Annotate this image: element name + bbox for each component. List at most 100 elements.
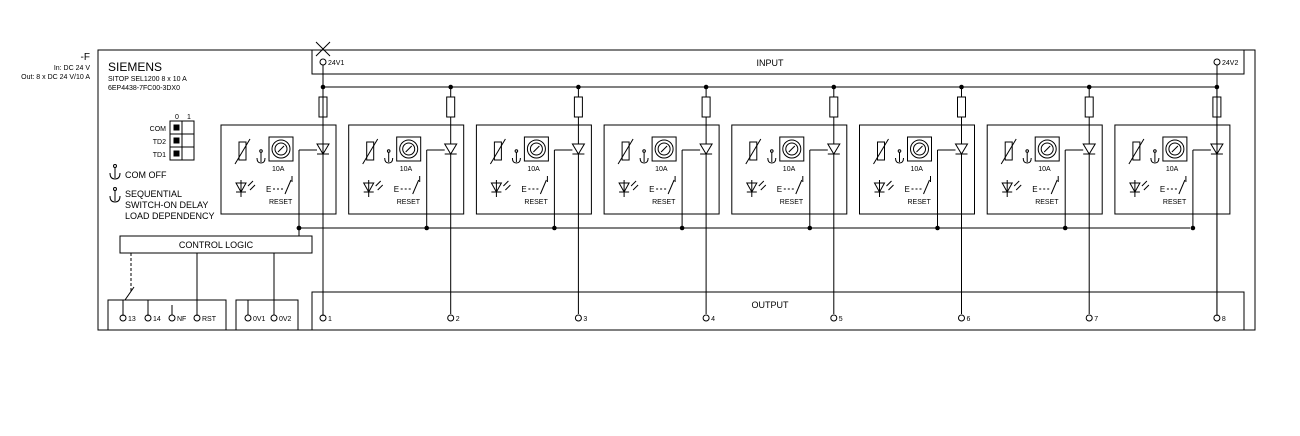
dial-pointer xyxy=(916,145,923,153)
rating-label: 10A xyxy=(272,166,285,173)
led-ray xyxy=(503,180,509,187)
channel-module xyxy=(986,124,1103,215)
anchor-icon xyxy=(895,157,904,164)
switch-row-td2: TD2 xyxy=(153,139,166,146)
junction-dot xyxy=(296,225,302,231)
potentiometer-arrow xyxy=(1000,138,1017,165)
reset-e-label: E xyxy=(1032,185,1037,194)
output-terminal-2 xyxy=(447,314,455,322)
anchor-icon xyxy=(386,149,391,153)
reset-label: RESET xyxy=(652,199,676,206)
anchor-icon xyxy=(1025,149,1029,153)
led-ray xyxy=(888,184,894,191)
diode-icon xyxy=(316,143,330,155)
potentiometer-icon xyxy=(366,141,375,161)
reset-e-label: E xyxy=(266,185,271,194)
anchor-icon xyxy=(1153,149,1157,153)
led-ray xyxy=(505,184,511,191)
reset-switch-icon xyxy=(667,179,675,195)
reset-switch-icon xyxy=(284,179,292,195)
led-ray xyxy=(630,180,637,187)
voltage-terminal-block xyxy=(235,299,299,331)
output-terminal-label: 4 xyxy=(711,316,715,323)
reset-label: RESET xyxy=(397,199,421,206)
output-terminal-7 xyxy=(1085,314,1093,322)
output-terminal-6 xyxy=(958,314,965,322)
reset-switch-icon xyxy=(412,179,420,195)
dial-pointer xyxy=(1171,145,1179,153)
junction-dot xyxy=(552,225,557,231)
signal-terminal-block xyxy=(107,299,227,331)
reset-e-label: E xyxy=(394,185,399,194)
anchor-icon xyxy=(642,149,646,153)
output-terminal-8 xyxy=(1213,314,1221,322)
legend-load-dependency: LOAD DEPENDENCY xyxy=(125,211,215,221)
diode-icon xyxy=(1082,143,1097,155)
junction-dot xyxy=(424,225,430,231)
dial-icon xyxy=(399,139,419,159)
potentiometer-icon xyxy=(1132,141,1141,161)
terminal-0v2-label: 0V2 xyxy=(279,316,292,323)
reset-e-label: E xyxy=(649,185,654,194)
output-terminal-label: 3 xyxy=(583,316,587,323)
output-rating: Out: 8 x DC 24 V/10 A xyxy=(21,74,90,81)
output-terminal-label: 2 xyxy=(456,316,460,323)
dial-icon xyxy=(654,139,674,159)
anchor-icon xyxy=(511,157,521,164)
dial-icon xyxy=(402,142,416,156)
terminal-13-label: 13 xyxy=(128,316,136,323)
potentiometer-icon xyxy=(621,141,630,161)
led-ray xyxy=(760,184,767,191)
junction-dot xyxy=(1190,225,1196,231)
led-ray xyxy=(377,184,384,191)
dial-icon xyxy=(529,142,543,156)
output-terminal-label: 7 xyxy=(1094,316,1098,323)
anchor-icon xyxy=(1150,157,1160,164)
diode-icon xyxy=(954,143,969,155)
led-ray xyxy=(1015,184,1022,191)
reset-switch-icon xyxy=(539,179,547,195)
terminal-0v1 xyxy=(244,314,252,322)
potentiometer-icon xyxy=(493,141,502,161)
dial-icon xyxy=(1168,142,1182,156)
diode-icon xyxy=(1210,143,1224,155)
potentiometer-arrow xyxy=(1128,138,1145,165)
dial-icon xyxy=(657,142,671,156)
dial-icon xyxy=(910,139,929,159)
switch-col-0: 0 xyxy=(175,114,179,121)
dial-icon xyxy=(1037,139,1057,159)
anchor-icon xyxy=(109,187,121,203)
led-ray xyxy=(1143,184,1150,191)
led-ray xyxy=(632,184,639,191)
anchor-icon xyxy=(639,157,649,164)
output-terminal-label: 6 xyxy=(967,316,971,323)
dial-icon xyxy=(523,136,549,162)
dial-icon xyxy=(779,136,805,162)
anchor-icon xyxy=(1022,157,1032,164)
terminal-nf xyxy=(168,314,176,322)
junction-dot xyxy=(807,225,813,231)
anchor-icon xyxy=(767,157,777,164)
junction-dot xyxy=(679,225,685,231)
reset-e-label: E xyxy=(1160,185,1165,194)
terminal-nf-label: NF xyxy=(177,316,186,323)
led-ray xyxy=(758,180,765,187)
dial-pointer xyxy=(788,145,796,153)
output-terminal-label: 8 xyxy=(1222,316,1226,323)
legend-com-off: COM OFF xyxy=(125,170,167,180)
input-rating: In: DC 24 V xyxy=(54,65,91,72)
channel-module xyxy=(475,124,592,215)
switch-row-com: COM xyxy=(150,126,167,133)
reset-label: RESET xyxy=(908,199,932,206)
fuse xyxy=(829,96,839,118)
input-terminal-2 xyxy=(1213,58,1221,66)
anchor-icon xyxy=(384,157,394,164)
dial-icon xyxy=(907,136,932,162)
